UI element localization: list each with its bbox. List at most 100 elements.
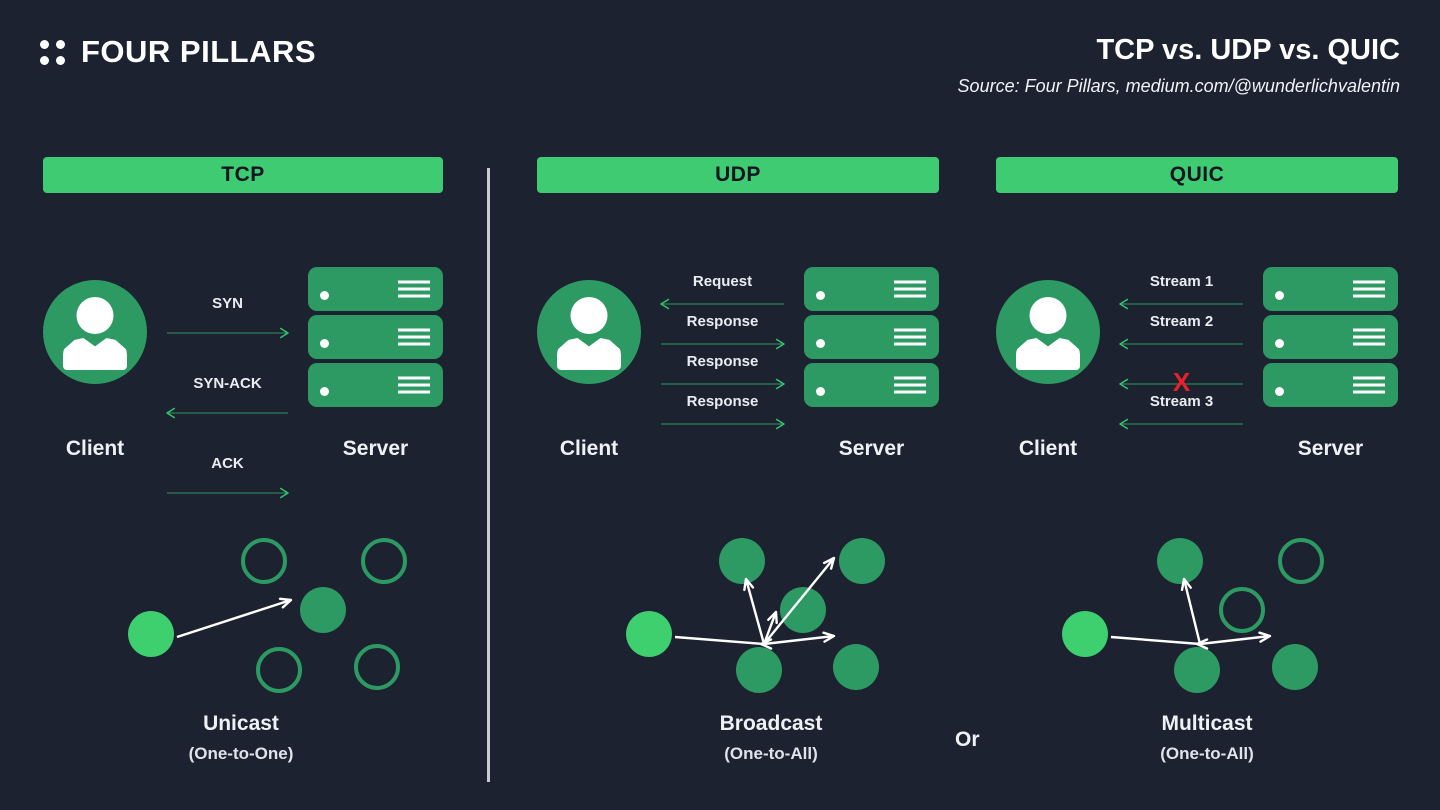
message-arrow-label: ACK — [211, 455, 244, 472]
message-arrow-line — [1120, 338, 1243, 350]
server-unit — [1263, 315, 1398, 359]
message-arrow-label: SYN — [212, 295, 243, 312]
cast-title-multicast: Multicast — [1161, 712, 1253, 735]
brand: FOUR PILLARS — [40, 34, 316, 70]
avatar-head-icon — [1029, 297, 1067, 334]
server-rack-tcp — [308, 267, 443, 411]
rack-lines-icon — [398, 280, 430, 298]
network-node-hollow — [256, 647, 302, 693]
client-avatar-quic — [996, 280, 1100, 384]
network-node-filled — [833, 644, 879, 690]
cast-title-unicast: Unicast — [203, 712, 279, 735]
network-node-filled — [736, 647, 782, 693]
network-node-filled — [1174, 647, 1220, 693]
rack-lines-icon — [1353, 376, 1385, 394]
network-node-filled — [839, 538, 885, 584]
section-divider — [487, 168, 490, 782]
status-dot-icon — [1275, 387, 1284, 396]
message-arrow: Request — [661, 273, 784, 313]
message-arrow-line — [661, 298, 784, 310]
message-arrow-line — [661, 378, 784, 390]
network-node-filled — [1272, 644, 1318, 690]
cast-subtitle-multicast: (One-to-All) — [1160, 744, 1254, 763]
blocked-stream-x-icon: X — [1172, 367, 1191, 397]
message-arrow-label: Stream 3 — [1149, 393, 1214, 410]
message-arrow-line — [167, 407, 288, 419]
rack-lines-icon — [1353, 328, 1385, 346]
client-avatar-udp — [537, 280, 641, 384]
status-dot-icon — [320, 291, 329, 300]
rack-lines-icon — [894, 280, 926, 298]
message-arrow: X — [1120, 353, 1243, 397]
cast-arrows-unicast — [176, 597, 293, 639]
avatar-body-icon — [1016, 338, 1080, 370]
message-arrow-line — [1120, 418, 1243, 430]
cast-arrows-multicast — [1110, 577, 1272, 650]
message-arrow-label: Stream 1 — [1149, 273, 1214, 290]
server-unit — [308, 315, 443, 359]
cast-diagram-unicast: Unicast(One-to-One) — [76, 516, 407, 764]
message-arrow: Stream 2 — [1120, 313, 1243, 353]
rack-lines-icon — [398, 376, 430, 394]
message-arrow-label: Response — [686, 353, 759, 370]
four-dots-logo-icon — [40, 39, 65, 65]
server-unit — [804, 315, 939, 359]
server-unit — [1263, 363, 1398, 407]
message-arrow: Response — [661, 393, 784, 433]
message-arrow-label: Response — [686, 313, 759, 330]
status-dot-icon — [1275, 291, 1284, 300]
cast-diagram-multicast: Multicast (One-to-All) — [1042, 516, 1372, 764]
rack-lines-icon — [894, 376, 926, 394]
cast-subtitle-broadcast: (One-to-All) — [724, 744, 818, 763]
status-dot-icon — [1275, 339, 1284, 348]
status-dot-icon — [816, 339, 825, 348]
message-arrow-line — [1120, 378, 1243, 390]
message-arrow: SYN-ACK — [167, 375, 288, 455]
status-dot-icon — [816, 387, 825, 396]
server-unit — [308, 267, 443, 311]
client-label-quic: Client — [1018, 437, 1078, 460]
rack-lines-icon — [894, 328, 926, 346]
message-arrows-tcp: SYN SYN-ACK ACK — [167, 295, 288, 535]
rack-lines-icon — [1353, 280, 1385, 298]
network-node-hollow — [241, 538, 287, 584]
protocol-header-quic: QUIC — [996, 157, 1398, 193]
client-label-tcp: Client — [65, 437, 125, 460]
server-label-tcp: Server — [342, 437, 409, 460]
message-arrow-label: SYN-ACK — [193, 375, 262, 392]
cast-stage-broadcast — [606, 516, 936, 706]
message-arrow: SYN — [167, 295, 288, 375]
protocol-header-tcp: TCP — [43, 157, 443, 193]
message-arrow-line — [661, 418, 784, 430]
server-rack-quic — [1263, 267, 1398, 411]
message-arrow-label: Stream 2 — [1149, 313, 1214, 330]
brand-name: FOUR PILLARS — [81, 34, 317, 69]
message-arrow: Stream 3 — [1120, 393, 1243, 433]
cast-diagram-broadcast: Broadcast(One-to-All) — [606, 516, 936, 764]
network-node-hollow — [361, 538, 407, 584]
message-arrow: ACK — [167, 455, 288, 535]
network-node-filled — [719, 538, 765, 584]
message-arrow: Response — [661, 313, 784, 353]
network-node-hollow — [1278, 538, 1324, 584]
message-arrow-label: Response — [686, 393, 759, 410]
protocol-header-udp: UDP — [537, 157, 939, 193]
message-arrow-line — [167, 327, 288, 339]
status-dot-icon — [320, 339, 329, 348]
avatar-body-icon — [63, 338, 127, 370]
message-arrow-line — [167, 487, 288, 499]
network-node-filled — [300, 587, 346, 633]
avatar-body-icon — [557, 338, 621, 370]
network-node-filled — [1157, 538, 1203, 584]
network-node-hollow — [354, 644, 400, 690]
status-dot-icon — [320, 387, 329, 396]
server-unit — [1263, 267, 1398, 311]
server-label-quic: Server — [1297, 437, 1364, 460]
